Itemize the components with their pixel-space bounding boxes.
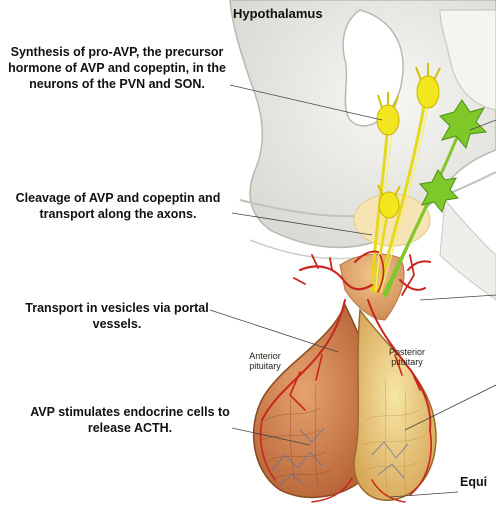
label-posterior-pituitary: Posterior pituitary: [380, 347, 434, 367]
label-anterior-pituitary: Anterior pituitary: [238, 351, 292, 371]
pituitary-gland: [254, 305, 436, 500]
pointer-right-middle: [420, 295, 496, 300]
label-stimulates: AVP stimulates endocrine cells to releas…: [30, 404, 230, 436]
label-cleavage: Cleavage of AVP and copeptin and transpo…: [2, 190, 234, 222]
label-synthesis: Synthesis of pro-AVP, the precursor horm…: [4, 44, 230, 92]
label-transport: Transport in vesicles via portal vessels…: [22, 300, 212, 332]
pointer-transport: [210, 310, 338, 352]
posterior-lobe: [354, 310, 436, 500]
hypothalamus-title: Hypothalamus: [233, 6, 373, 22]
label-equi-cutoff: Equi: [460, 474, 496, 490]
